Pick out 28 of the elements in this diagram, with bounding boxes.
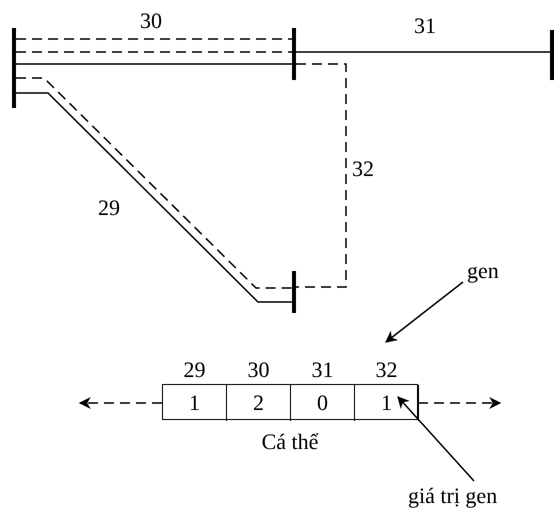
edge-label: 32 [352, 158, 374, 180]
busbar [550, 30, 554, 80]
gene-index: 31 [310, 359, 334, 381]
busbar [12, 28, 16, 108]
dashed-line [296, 63, 347, 288]
dashed-line [16, 51, 292, 53]
edge-label: 30 [140, 10, 162, 32]
callout-text: gen [467, 258, 517, 284]
callout-text: giá trị gen [408, 482, 554, 510]
gene-value: 1 [381, 390, 392, 415]
leader-line [385, 281, 464, 343]
gene-value: 1 [189, 390, 200, 415]
gene-index: 32 [374, 359, 398, 381]
gene-value: 2 [253, 390, 264, 415]
line [296, 51, 550, 53]
gene-value: 0 [317, 390, 328, 415]
chromosome-caption: Cá thể [260, 431, 320, 453]
gene-index: 29 [182, 359, 206, 381]
arrow [418, 397, 502, 409]
line [16, 63, 292, 65]
leader-line [397, 396, 475, 482]
arrow [78, 397, 162, 409]
dashed-line [16, 38, 292, 40]
gene-index: 30 [246, 359, 270, 381]
edge-label: 31 [414, 15, 436, 37]
busbar [292, 271, 296, 313]
busbar [292, 28, 296, 80]
edge-label: 29 [98, 197, 120, 219]
